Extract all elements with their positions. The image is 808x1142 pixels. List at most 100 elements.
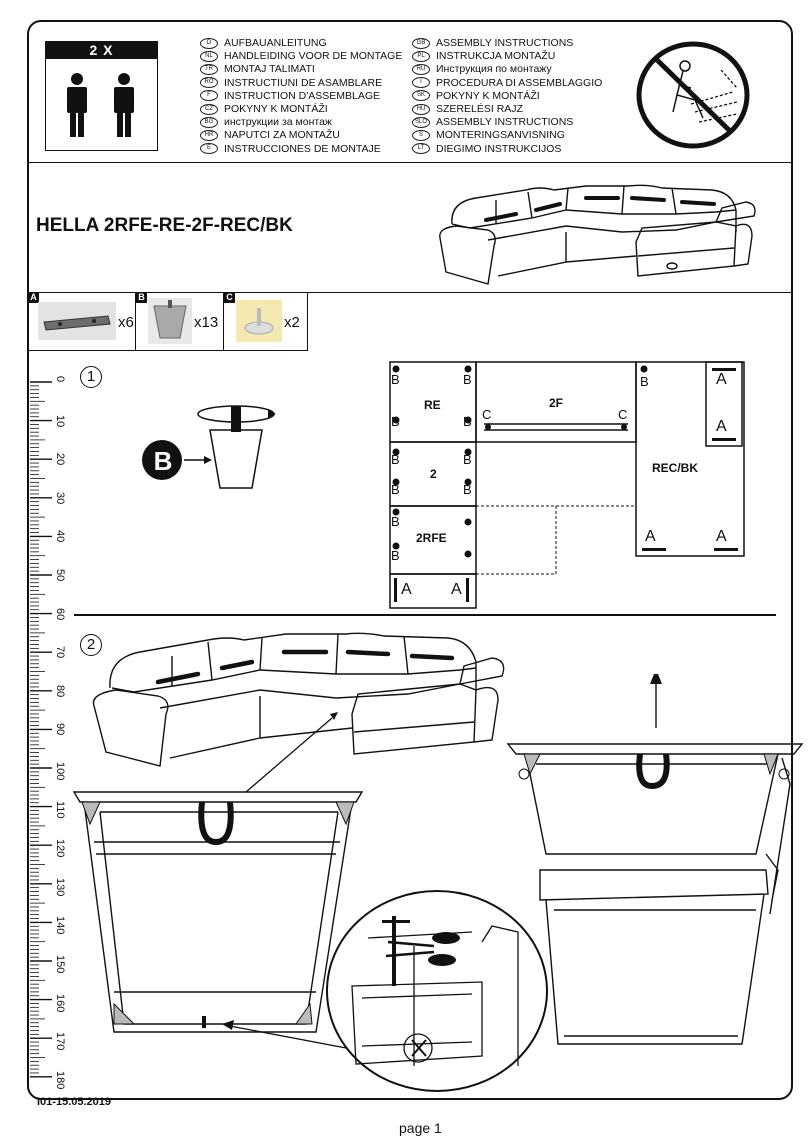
- marker-a: A: [401, 581, 412, 598]
- parts-list: A x6 B x13 C x2: [28, 292, 308, 350]
- module-2rfe-label: 2RFE: [416, 531, 447, 545]
- language-title: POKYNY K MONTÁŽI: [436, 89, 540, 102]
- language-title: ASSEMBLY INSTRUCTIONS: [436, 116, 574, 129]
- language-row: TR MONTAJ TALIMATI: [200, 63, 315, 75]
- language-code-badge: RU: [412, 63, 430, 75]
- step-divider: [74, 614, 776, 616]
- pointer-arrow: [245, 712, 338, 793]
- language-title: инструкции за монтаж: [224, 116, 332, 129]
- no-sitting-icon: [636, 41, 750, 149]
- language-code-badge: GB: [412, 37, 430, 49]
- language-code-badge: I: [412, 77, 430, 89]
- language-row: SK POKYNY K MONTÁŽI: [412, 90, 540, 102]
- parts-bottom-line: [28, 350, 308, 351]
- ruler-label: 10: [54, 414, 66, 427]
- ruler-label: 120: [54, 839, 66, 858]
- ruler-label: 130: [54, 877, 66, 897]
- language-title: MONTAJ TALIMATI: [224, 63, 315, 76]
- language-code-badge: HR: [200, 129, 218, 141]
- ruler-label: 150: [54, 955, 66, 974]
- module-layout-diagram: [389, 361, 745, 609]
- part-a-cell: A x6: [28, 292, 136, 350]
- language-row: SLO ASSEMBLY INSTRUCTIONS: [412, 116, 573, 128]
- language-code-badge: S: [412, 129, 430, 141]
- language-title: HANDLEIDING VOOR DE MONTAGE: [224, 50, 403, 63]
- ruler-label: 160: [54, 993, 66, 1012]
- language-title: INSTRUCCIONES DE MONTAJE: [224, 142, 381, 155]
- marker-b: B: [391, 414, 400, 429]
- language-code-badge: TR: [200, 63, 218, 75]
- language-title: POKYNY K MONTÁŽI: [224, 103, 328, 115]
- part-letter: A: [28, 292, 39, 303]
- language-row: CZ POKYNY K MONTÁŽI: [200, 103, 328, 115]
- part-quantity: x13: [194, 314, 219, 331]
- step-1-number: 1: [80, 366, 102, 388]
- frame-underside-right: [506, 674, 804, 1045]
- language-title: NAPUTCI ZA MONTAŽU: [224, 129, 340, 142]
- marker-a: A: [716, 528, 727, 545]
- language-code-badge: CZ: [200, 103, 218, 115]
- marker-a: A: [451, 581, 462, 598]
- language-row: RU Инструкция по монтажу: [412, 63, 552, 75]
- measuring-ruler: [30, 381, 52, 1078]
- page-frame: [27, 20, 793, 1100]
- part-quantity: x6: [118, 314, 134, 331]
- people-count-label: 2 X: [45, 41, 158, 59]
- leg-rotation-illustration: [142, 405, 276, 489]
- part-letter: C: [224, 292, 235, 303]
- language-row: PL INSTRUKCJA MONTAŽU: [412, 50, 555, 62]
- marker-c: C: [618, 407, 628, 422]
- language-code-badge: E: [200, 143, 218, 155]
- language-title: MONTERINGSANVISNING: [436, 129, 565, 142]
- language-title: Инструкция по монтажу: [436, 63, 552, 76]
- ruler-label: 20: [54, 453, 66, 466]
- module-2-label: 2: [430, 467, 437, 481]
- language-code-badge: SK: [412, 90, 430, 102]
- sofa-illustration: [439, 184, 756, 285]
- language-code-badge: D: [200, 37, 218, 49]
- part-letter: B: [136, 292, 147, 303]
- language-code-badge: NL: [200, 50, 218, 62]
- arrow-to-cut-point: [222, 1020, 347, 1049]
- language-code-badge: HU: [412, 103, 430, 115]
- marker-a: A: [645, 528, 656, 545]
- language-title: INSTRUCTIUNI DE ASAMBLARE: [224, 76, 383, 89]
- ruler-label: 40: [54, 530, 66, 543]
- ruler-label: 80: [54, 684, 66, 698]
- language-title: AUFBAUANLEITUNG: [224, 37, 327, 49]
- marker-b: B: [463, 482, 472, 497]
- language-code-badge: PL: [412, 50, 430, 62]
- ruler-label: 170: [54, 1032, 66, 1051]
- language-code-badge: F: [200, 90, 218, 102]
- part-quantity: x2: [284, 314, 300, 331]
- marker-b: B: [391, 452, 400, 467]
- marker-b: B: [463, 372, 472, 387]
- language-title: INSTRUCTION D'ASSEMBLAGE: [224, 89, 381, 102]
- language-row: HR NAPUTCI ZA MONTAŽU: [200, 129, 340, 141]
- marker-a: A: [716, 418, 727, 435]
- language-title: SZERELÉSI RAJZ: [436, 103, 523, 115]
- language-row: BG инструкции за монтаж: [200, 116, 332, 128]
- module-re-label: RE: [424, 398, 441, 412]
- part-b-cell: B x13: [136, 292, 224, 350]
- language-row: NL HANDLEIDING VOOR DE MONTAGE: [200, 50, 402, 62]
- cut-strap-detail: [326, 890, 548, 1092]
- language-code-badge: SLO: [412, 116, 430, 128]
- language-row: F INSTRUCTION D'ASSEMBLAGE: [200, 90, 380, 102]
- ruler-label: 110: [54, 800, 66, 819]
- language-row: S MONTERINGSANVISNING: [412, 129, 565, 141]
- connector-bracket-icon: [38, 302, 116, 340]
- ruler-label: 100: [54, 762, 66, 781]
- ruler-label: 70: [54, 646, 66, 659]
- ruler-label: 60: [54, 607, 66, 620]
- language-title: INSTRUKCJA MONTAŽU: [436, 50, 556, 63]
- title-divider: [28, 292, 792, 293]
- marker-b: B: [391, 514, 400, 529]
- language-code-badge: BG: [200, 116, 218, 128]
- module-recbk-label: REC/BK: [652, 461, 699, 475]
- frame-underside-left: [72, 791, 364, 1033]
- product-title: HELLA 2RFE-RE-2F-REC/BK: [36, 215, 293, 236]
- person-icon: [114, 73, 134, 137]
- ruler-label: 90: [54, 723, 66, 736]
